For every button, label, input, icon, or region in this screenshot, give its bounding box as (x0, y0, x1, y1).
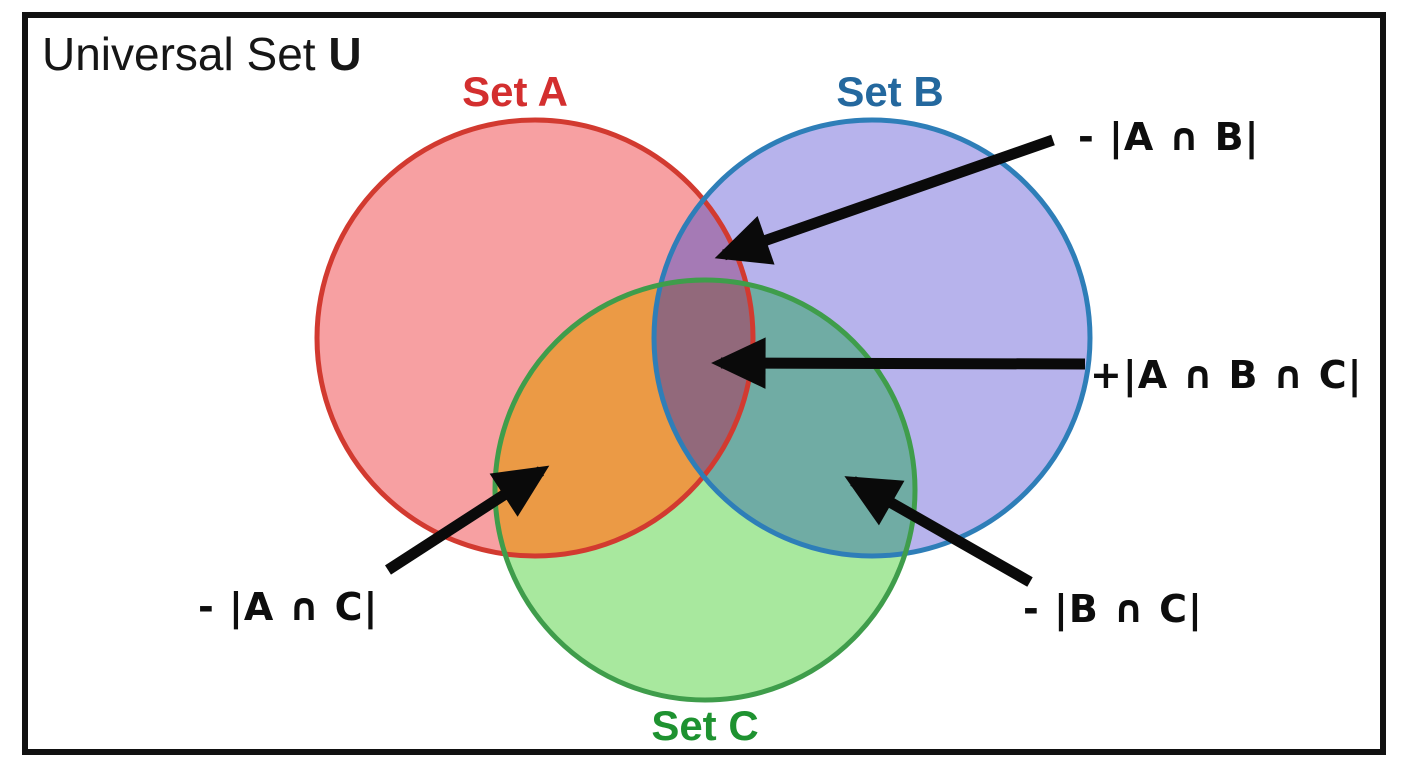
universal-set-title-symbol: U (328, 28, 361, 80)
arrow-to-a-intersect-c (385, 465, 550, 575)
formula-minus-a-intersect-c: - |A ∩ C| (198, 585, 378, 630)
formula-minus-a-intersect-b: - |A ∩ B| (1078, 115, 1259, 160)
arrow-to-a-intersect-b (714, 134, 1055, 265)
set-b-outline (651, 117, 1093, 559)
arrow-to-a-b-c-intersection (711, 337, 1086, 389)
arrow-to-b-intersect-c (844, 476, 1033, 587)
universal-set-title-prefix: Universal Set (42, 28, 328, 80)
universal-set-title: Universal Set U (42, 28, 362, 80)
universal-set-frame (22, 12, 1386, 755)
annotation-arrows (385, 134, 1086, 587)
set-c-label: Set C (651, 702, 758, 749)
set-a-label: Set A (462, 68, 568, 115)
formula-plus-a-b-c-intersection: +|A ∩ B ∩ C| (1090, 353, 1363, 398)
formula-minus-b-intersect-c: - |B ∩ C| (1023, 587, 1203, 632)
set-b-label: Set B (836, 68, 943, 115)
venn-regions (317, 120, 1090, 700)
